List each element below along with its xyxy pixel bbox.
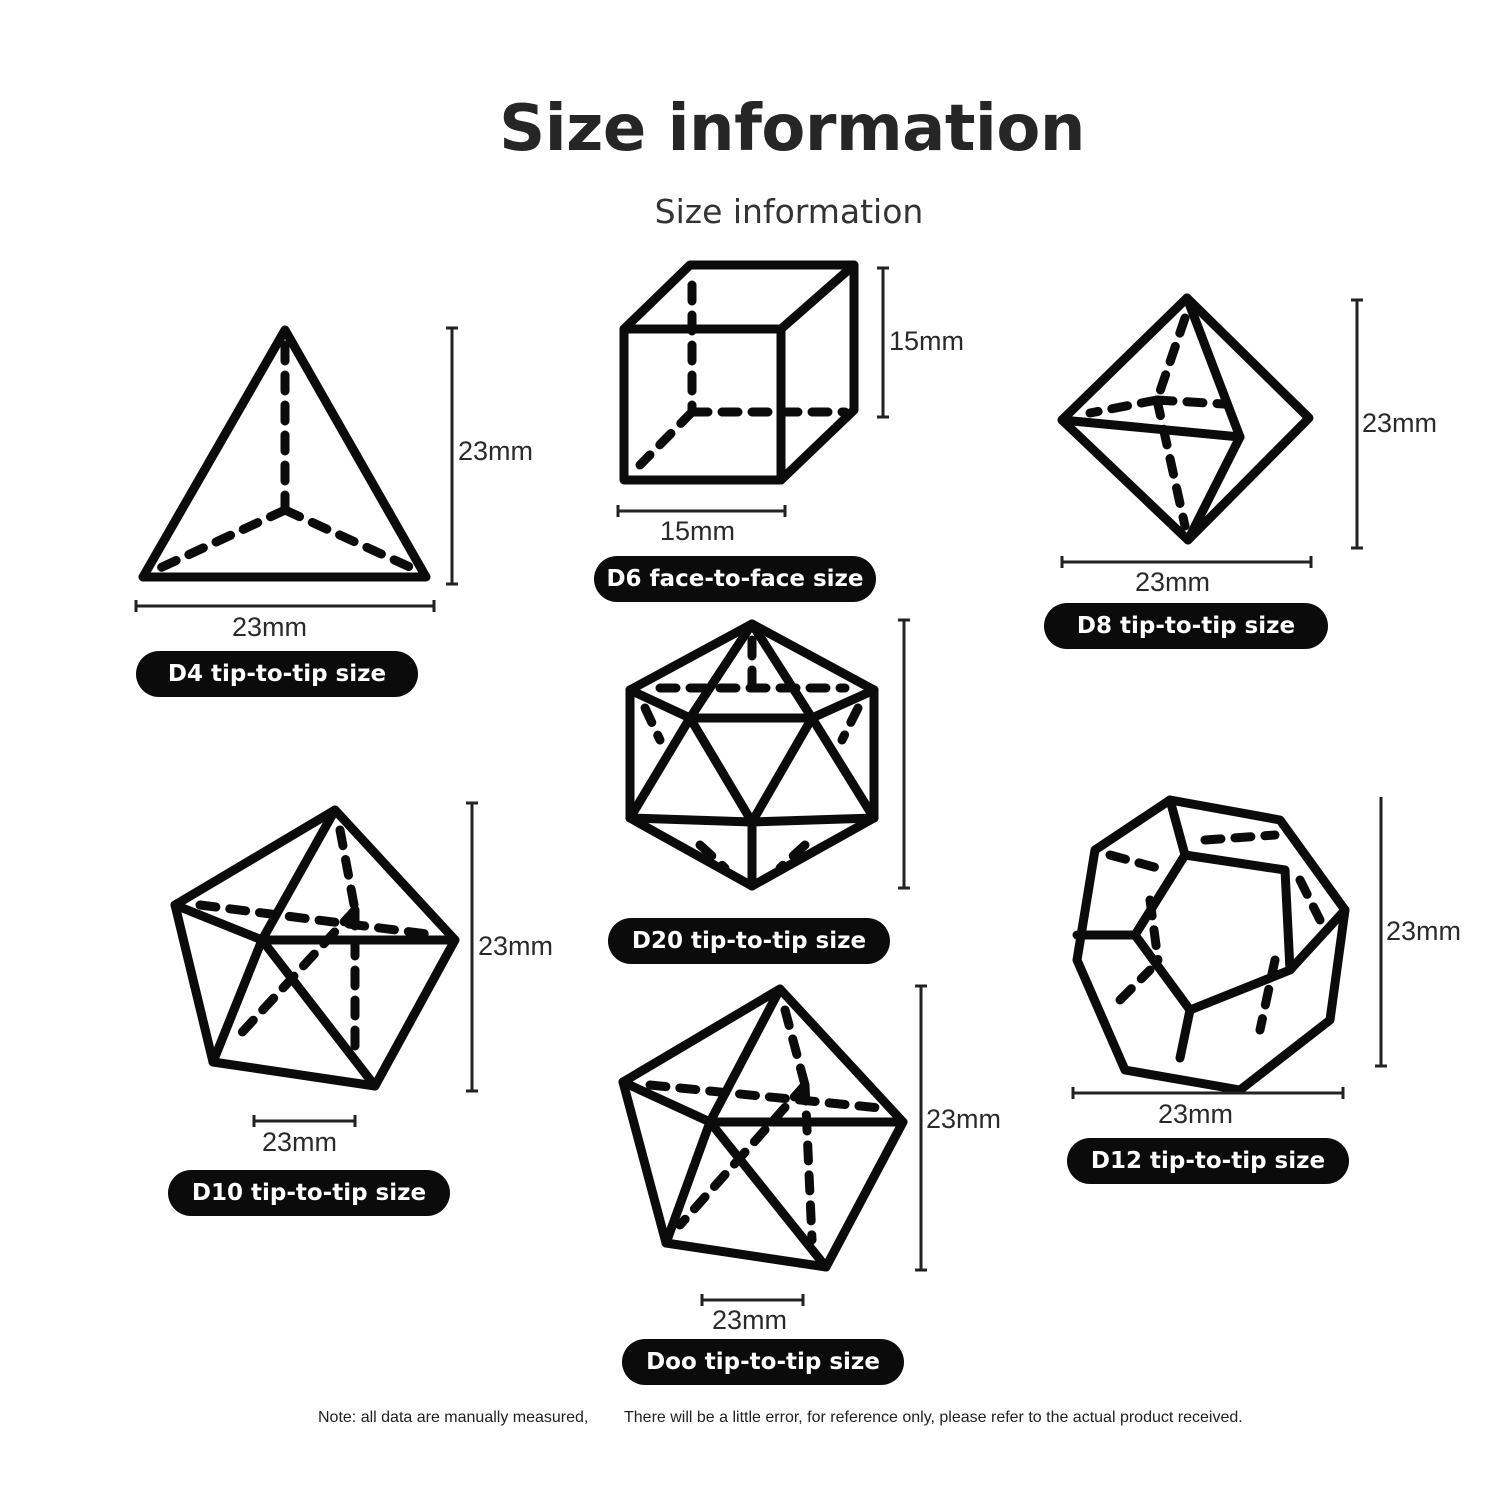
page-title: Size information (499, 92, 1085, 166)
page-subtitle: Size information (654, 192, 924, 231)
d4-width-label: 23mm (232, 612, 308, 642)
d8-die-drawing (1057, 293, 1314, 545)
doo-height-label: 23mm (926, 1104, 1002, 1134)
note-part-2: There will be a little error, for refere… (624, 1409, 1243, 1426)
d12-width-label: 23mm (1158, 1099, 1234, 1129)
d4-measure-lines (134, 326, 458, 612)
d10-size-badge: D10 tip-to-tip size (168, 1170, 450, 1216)
d8-height-label: 23mm (1362, 408, 1438, 438)
d12-size-badge: D12 tip-to-tip size (1067, 1138, 1349, 1184)
d8-measure-lines (1060, 298, 1363, 568)
d12-height-label: 23mm (1386, 916, 1462, 946)
d6-die-drawing (619, 260, 859, 485)
d10-measure-lines (252, 801, 478, 1127)
d6-size-badge: D6 face-to-face size (594, 556, 876, 602)
d8-width-label: 23mm (1135, 567, 1211, 597)
d4-size-badge: D4 tip-to-tip size (136, 651, 418, 697)
doo-size-badge: Doo tip-to-tip size (622, 1339, 904, 1385)
d12-measure-lines (1071, 797, 1387, 1099)
d6-height-label: 15mm (889, 326, 965, 356)
d4-die-drawing (138, 325, 431, 582)
d20-size-badge: D20 tip-to-tip size (608, 918, 890, 964)
d10-die-drawing (170, 805, 460, 1091)
d6-measure-lines (616, 266, 889, 517)
doo-measure-lines (700, 984, 927, 1306)
note-part-1: Note: all data are manually measured, (318, 1409, 589, 1426)
d10-width-label: 23mm (262, 1127, 338, 1157)
d6-width-label: 15mm (660, 516, 736, 546)
d20-measure-lines (898, 618, 910, 890)
d20-die-drawing (625, 619, 879, 891)
doo-die-drawing (618, 984, 908, 1272)
doo-width-label: 23mm (712, 1305, 788, 1335)
d12-die-drawing (1072, 795, 1350, 1095)
d8-size-badge: D8 tip-to-tip size (1044, 603, 1328, 649)
d10-height-label: 23mm (478, 931, 554, 961)
d4-height-label: 23mm (458, 436, 534, 466)
